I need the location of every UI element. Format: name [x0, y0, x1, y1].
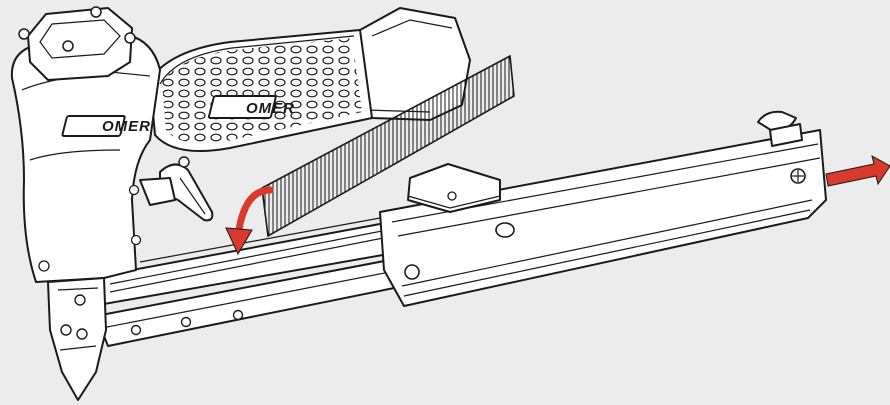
- top-cap: [18, 6, 136, 81]
- release-knob[interactable]: [757, 110, 803, 147]
- head-logo: OMER: [61, 115, 151, 137]
- bolt-icon: [90, 6, 102, 18]
- head-logo-text: OMER: [102, 118, 151, 135]
- bolt-icon: [18, 28, 30, 40]
- bolt-icon: [62, 40, 74, 52]
- magazine-housing: [379, 129, 827, 307]
- curved-arrow-icon: [225, 186, 274, 256]
- trigger: [139, 156, 214, 222]
- right-arrow-icon: [825, 155, 890, 187]
- nose-piece: [47, 277, 107, 401]
- follower-block: [407, 163, 501, 213]
- bolt-icon: [404, 264, 420, 280]
- handle-grip: [149, 29, 373, 153]
- grip-logo: OMER: [207, 95, 295, 119]
- grip-logo-text: OMER: [246, 100, 295, 117]
- magazine-lower-rail: [95, 257, 405, 347]
- bolt-icon: [124, 32, 136, 44]
- staple-strip: [261, 54, 515, 238]
